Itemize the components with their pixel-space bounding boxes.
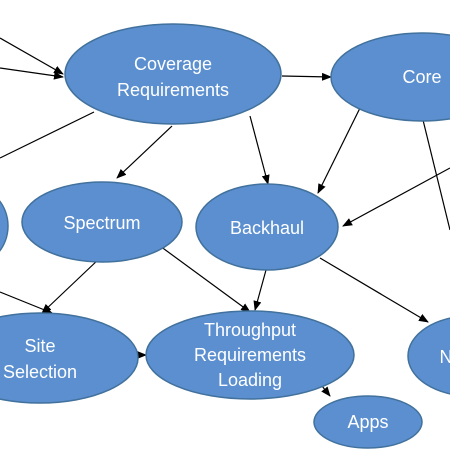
node-coverage-requirements-shape [64, 23, 282, 125]
edge-throughput-to-apps [321, 385, 331, 397]
node-coverage-requirements-line-2: Requirements [117, 80, 229, 100]
node-backhaul: Backhaul [195, 183, 339, 271]
node-apps-shape [313, 395, 423, 449]
node-apps-label: Apps [347, 412, 388, 432]
node-throughput-requirements-loading-line-2: Requirements [194, 345, 306, 365]
node-spectrum-shape [21, 181, 183, 263]
edges [0, 37, 450, 397]
edge-core-to-bottom-right [422, 119, 450, 231]
edge-backhaul-to-throughput [253, 269, 267, 311]
node-core-shape [330, 32, 450, 122]
node-throughput-requirements-loading-shape [145, 310, 355, 400]
node-coverage-requirements-line-1: Coverage [134, 54, 212, 74]
node-spectrum-line-1: Spectrum [63, 213, 140, 233]
node-throughput-requirements-loading-line-1: Throughput [204, 320, 296, 340]
node-apps-line-1: Apps [347, 412, 388, 432]
node-site-selection-shape [0, 312, 139, 404]
edge-core-to-backhaul [317, 107, 361, 194]
edge-coverage-to-backhaul [249, 115, 270, 185]
node-backhaul-shape [195, 183, 339, 271]
edge-coverage-to-left [0, 111, 95, 159]
node-left-partial [0, 200, 9, 252]
node-backhaul-line-1: Backhaul [230, 218, 304, 238]
node-backhaul-label: Backhaul [230, 218, 304, 238]
node-site-selection-line-1: Site [24, 336, 55, 356]
node-spectrum: Spectrum [21, 181, 183, 263]
edge-backhaul-to-n [319, 257, 429, 323]
edge-left-to-coverage-2 [0, 67, 64, 80]
edge-coverage-to-spectrum [116, 125, 173, 179]
edge-coverage-to-core [281, 72, 332, 81]
edge-left-to-site [0, 291, 53, 314]
node-n-partial: N [407, 317, 450, 395]
node-throughput-requirements-loading-line-3: Loading [218, 370, 282, 390]
node-core-label: Core [402, 67, 441, 87]
edge-spectrum-to-throughput [159, 245, 251, 313]
node-core-line-1: Core [402, 67, 441, 87]
node-apps: Apps [313, 395, 423, 449]
node-n-partial-label: N [440, 347, 450, 367]
edge-spectrum-to-site [41, 257, 101, 314]
node-left-partial-shape [0, 200, 9, 252]
node-site-selection-line-2: Selection [3, 362, 77, 382]
node-core: Core [330, 32, 450, 122]
edge-left-to-coverage-1 [0, 37, 64, 75]
node-spectrum-label: Spectrum [63, 213, 140, 233]
edge-right-to-backhaul [342, 167, 450, 227]
node-n-partial-line-1: N [440, 347, 450, 367]
node-n-partial-shape [407, 317, 450, 395]
